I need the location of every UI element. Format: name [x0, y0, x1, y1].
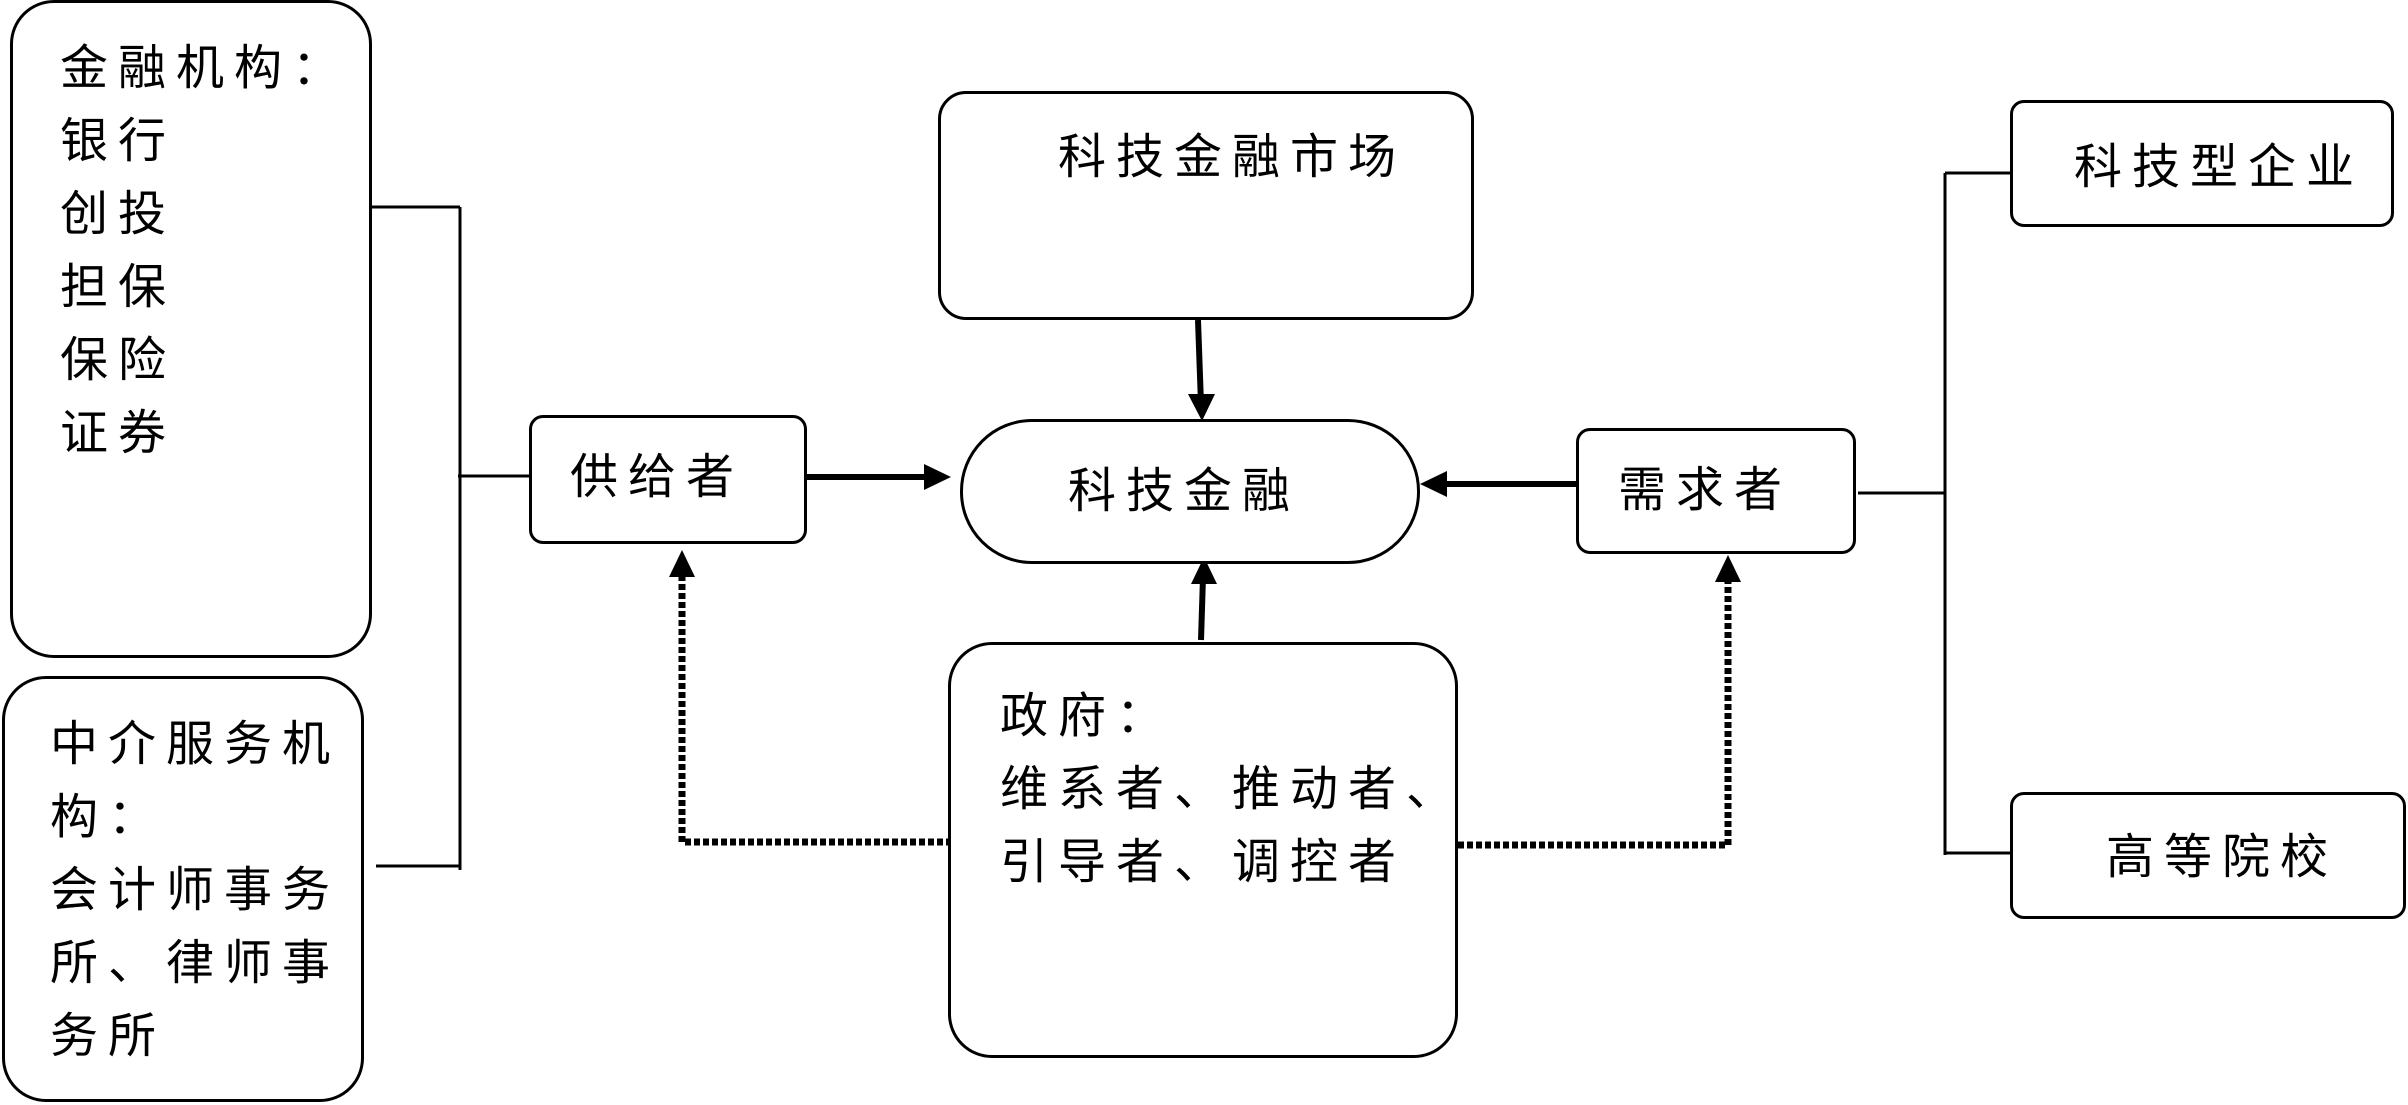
dotted-government-to-supplier [678, 572, 952, 846]
fi-item-venture: 创投 [60, 186, 177, 242]
arrowhead-dotted-supplier [669, 550, 695, 577]
left-bracket [372, 205, 530, 870]
intermediaries-line: 中介服务机 [50, 716, 341, 772]
government-text: 政府： 维系者、推动者、 引导者、调控者 [1000, 680, 1464, 899]
fi-item-bank: 银行 [60, 113, 177, 169]
center-node [960, 419, 1420, 564]
fi-item-securities: 证券 [60, 405, 177, 461]
intermediaries-line: 构： [50, 789, 167, 845]
intermediaries-line: 务所 [50, 1008, 167, 1064]
demander-box [1576, 428, 1856, 554]
universities-box [2010, 792, 2406, 919]
supplier-box [529, 415, 807, 544]
financial-institutions-title: 金融机构： [60, 40, 351, 96]
arrowhead-supplier [924, 464, 951, 490]
supplier-label: 供给者 [570, 449, 745, 505]
government-title: 政府： [1000, 688, 1175, 744]
market-label: 科技金融市场 [1058, 129, 1407, 185]
fi-item-insurance: 保险 [60, 332, 177, 388]
government-role-line: 维系者、推动者、 [1000, 761, 1465, 817]
right-bracket [1858, 171, 2020, 855]
financial-institutions-box [10, 0, 372, 658]
arrowhead-government [1191, 557, 1217, 584]
arrowhead-demander [1420, 471, 1447, 497]
tech-enterprises-box [2010, 100, 2394, 227]
government-role-line: 引导者、调控者 [1000, 834, 1407, 890]
intermediaries-line: 会计师事务 [50, 862, 341, 918]
universities-label: 高等院校 [2106, 829, 2339, 885]
financial-institutions-text: 金融机构： 银行 创投 担保 保险 证券 [60, 32, 350, 470]
arrow-market-to-center [1195, 319, 1204, 405]
intermediaries-box [2, 676, 364, 1102]
arrowhead-dotted-demander [1715, 555, 1741, 582]
intermediaries-text: 中介服务机 构： 会计师事务 所、律师事 务所 [50, 708, 340, 1073]
dotted-government-to-demander [1458, 578, 1732, 849]
arrowhead-market [1188, 394, 1215, 421]
demander-label: 需求者 [1618, 462, 1793, 518]
tech-enterprises-label: 科技型企业 [2074, 139, 2365, 195]
fi-item-guarantee: 担保 [60, 259, 177, 315]
arrow-government-to-center [1198, 576, 1206, 641]
center-label: 科技金融 [1068, 463, 1301, 519]
government-box [948, 642, 1458, 1058]
market-box [938, 91, 1474, 320]
intermediaries-line: 所、律师事 [50, 935, 341, 991]
